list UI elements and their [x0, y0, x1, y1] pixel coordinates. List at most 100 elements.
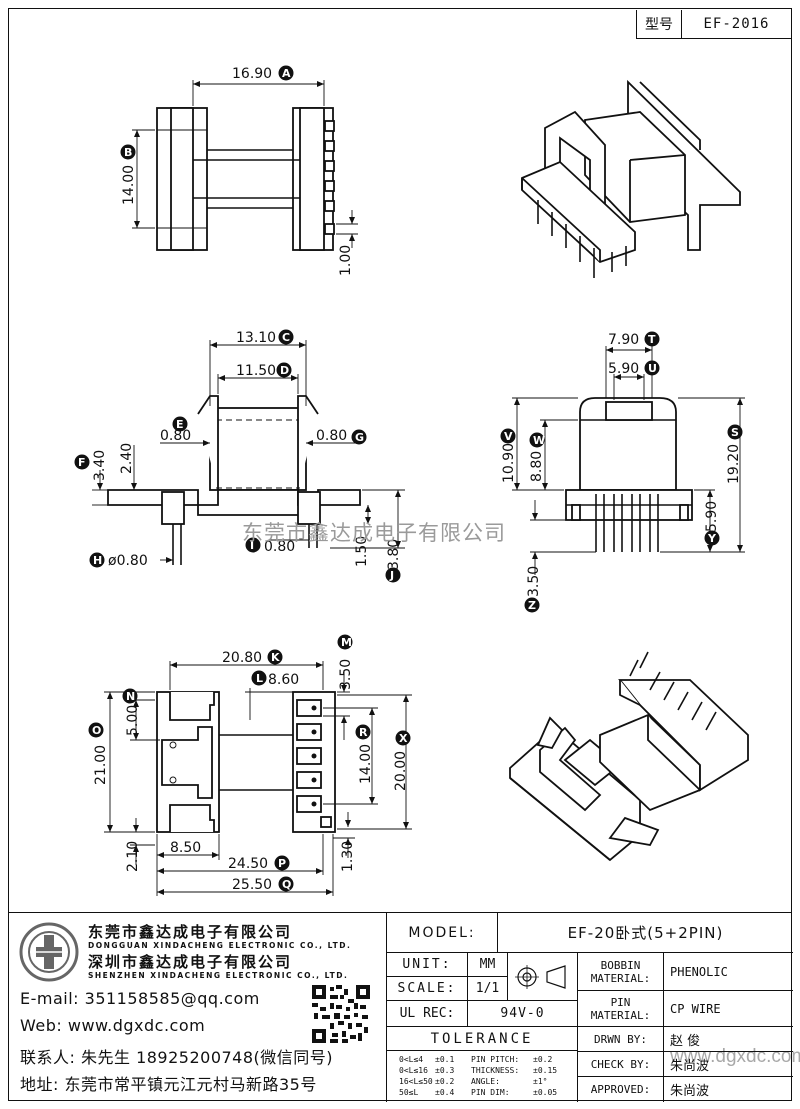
projection-icon: [514, 964, 566, 989]
svg-text:U: U: [648, 362, 657, 375]
bobbin-material-label: BOBBIN MATERIAL:: [577, 953, 663, 991]
label-a: A: [278, 65, 294, 81]
model-tag-value: EF-2016: [703, 16, 770, 32]
dim-e: 0.80: [160, 428, 191, 444]
dim-i: 0.80: [264, 539, 295, 555]
dim-z: 3.50: [526, 566, 542, 597]
svg-text:Y: Y: [707, 532, 717, 545]
tol-v2-4: ±0.05: [533, 1088, 558, 1097]
pin-label-line-1: PIN: [610, 995, 631, 1009]
model-label: MODEL:: [387, 913, 497, 953]
tol-val-1: ±0.1: [435, 1055, 455, 1064]
svg-text:B: B: [124, 146, 132, 159]
tol-v2-2: ±0.15: [533, 1066, 558, 1075]
svg-text:X: X: [399, 732, 408, 745]
projection-symbol: [507, 953, 577, 1001]
company-block: 东莞市鑫达成电子有限公司 DONGGUAN XINDACHENG ELECTRO…: [8, 913, 388, 1102]
svg-text:P: P: [278, 857, 286, 870]
dim-p: 24.50: [228, 856, 268, 872]
contact-email: E-mail: 351158585@qq.com: [20, 989, 260, 1008]
model-value: EF-20卧式(5+2PIN): [497, 913, 793, 953]
unit-label: UNIT:: [387, 953, 467, 977]
label-l: L: [251, 670, 267, 686]
dim-w: 8.80: [529, 451, 545, 482]
dim-f: 3.40: [92, 450, 108, 481]
label-c: C: [278, 329, 294, 345]
qr-code-icon: [312, 985, 370, 1043]
svg-text:V: V: [504, 430, 513, 443]
label-v: V: [500, 428, 516, 444]
label-y: Y: [704, 530, 720, 546]
dim-d: 11.50: [236, 363, 276, 379]
dim-j: 3.80: [386, 539, 402, 570]
svg-text:F: F: [78, 456, 86, 469]
label-s: S: [727, 424, 743, 440]
dim-y: 5.90: [704, 501, 720, 532]
tol-name-1: PIN PITCH:: [471, 1055, 520, 1064]
svg-text:D: D: [280, 364, 289, 377]
tol-name-2: THICKNESS:: [471, 1066, 520, 1075]
title-block: MODEL: EF-20卧式(5+2PIN) UNIT: MM SCALE: 1…: [386, 913, 793, 1102]
contact-web: Web: www.dgxdc.com: [20, 1016, 206, 1035]
scale-label: SCALE:: [387, 977, 467, 1001]
scale-value: 1/1: [467, 977, 507, 1001]
svg-text:R: R: [359, 726, 368, 739]
check-by-label: CHECK BY:: [577, 1052, 663, 1077]
view-front: [92, 340, 405, 565]
tol-val-2: ±0.3: [435, 1066, 455, 1075]
dim-1-00: 1.00: [338, 245, 354, 276]
dim-8-50: 8.50: [170, 840, 201, 856]
company-name-cn-1: 东莞市鑫达成电子有限公司: [88, 923, 293, 941]
footer: 东莞市鑫达成电子有限公司 DONGGUAN XINDACHENG ELECTRO…: [8, 912, 793, 1102]
tol-range-4: 50≤L: [399, 1088, 419, 1097]
label-o: O: [88, 722, 104, 738]
unit-value: MM: [467, 953, 507, 977]
pin-material-value: CP WIRE: [663, 991, 793, 1027]
label-n: N: [122, 688, 138, 704]
tol-name-3: ANGLE:: [471, 1077, 500, 1086]
label-m: M: [337, 634, 353, 650]
svg-text:E: E: [176, 418, 184, 431]
svg-text:Z: Z: [528, 599, 536, 612]
svg-text:K: K: [271, 651, 280, 664]
label-j: J: [385, 567, 401, 583]
dim-1-30: 1.30: [340, 841, 356, 872]
label-w: W: [529, 432, 545, 448]
contact-person: 联系人: 朱先生 18925200748(微信同号): [20, 1048, 334, 1067]
view-bottom: [104, 661, 412, 896]
tol-val-3: ±0.2: [435, 1077, 455, 1086]
approved-label: APPROVED:: [577, 1077, 663, 1102]
company-name-en-1: DONGGUAN XINDACHENG ELECTRONIC CO., LTD.: [88, 941, 352, 950]
svg-text:O: O: [92, 724, 101, 737]
tol-v2-3: ±1°: [533, 1077, 548, 1086]
label-k: K: [267, 649, 283, 665]
svg-text:S: S: [731, 426, 739, 439]
label-u: U: [644, 360, 660, 376]
label-x: X: [395, 730, 411, 746]
dim-l: 8.60: [268, 672, 299, 688]
model-tag: 型号 EF-2016: [636, 10, 791, 39]
label-f: F: [74, 454, 90, 470]
contact-address: 地址: 东莞市常平镇元江元村马新路35号: [20, 1075, 317, 1094]
svg-text:N: N: [126, 690, 135, 703]
dim-x: 20.00: [393, 751, 409, 791]
approved-value: 朱尚波: [663, 1077, 793, 1102]
label-i: I: [245, 537, 261, 553]
bobbin-label-line-2: MATERIAL:: [590, 971, 651, 985]
drawn-by-value: 赵 俊: [663, 1027, 793, 1052]
tol-range-2: 0<L≤16: [399, 1066, 428, 1075]
dim-u: 5.90: [608, 361, 639, 377]
tolerance-label: TOLERANCE: [387, 1027, 577, 1051]
svg-text:L: L: [256, 672, 263, 685]
company-name-en-2: SHENZHEN XINDACHENG ELECTRONIC CO., LTD.: [88, 971, 349, 980]
svg-text:Q: Q: [282, 878, 291, 891]
dim-a: 16.90: [232, 66, 272, 82]
svg-text:I: I: [250, 539, 254, 552]
dim-h: ø0.80: [108, 553, 148, 569]
drawn-by-label: DRWN BY:: [577, 1027, 663, 1052]
svg-text:A: A: [282, 67, 291, 80]
label-b: B: [120, 144, 136, 160]
dim-q: 25.50: [232, 877, 272, 893]
tol-v2-1: ±0.2: [533, 1055, 553, 1064]
